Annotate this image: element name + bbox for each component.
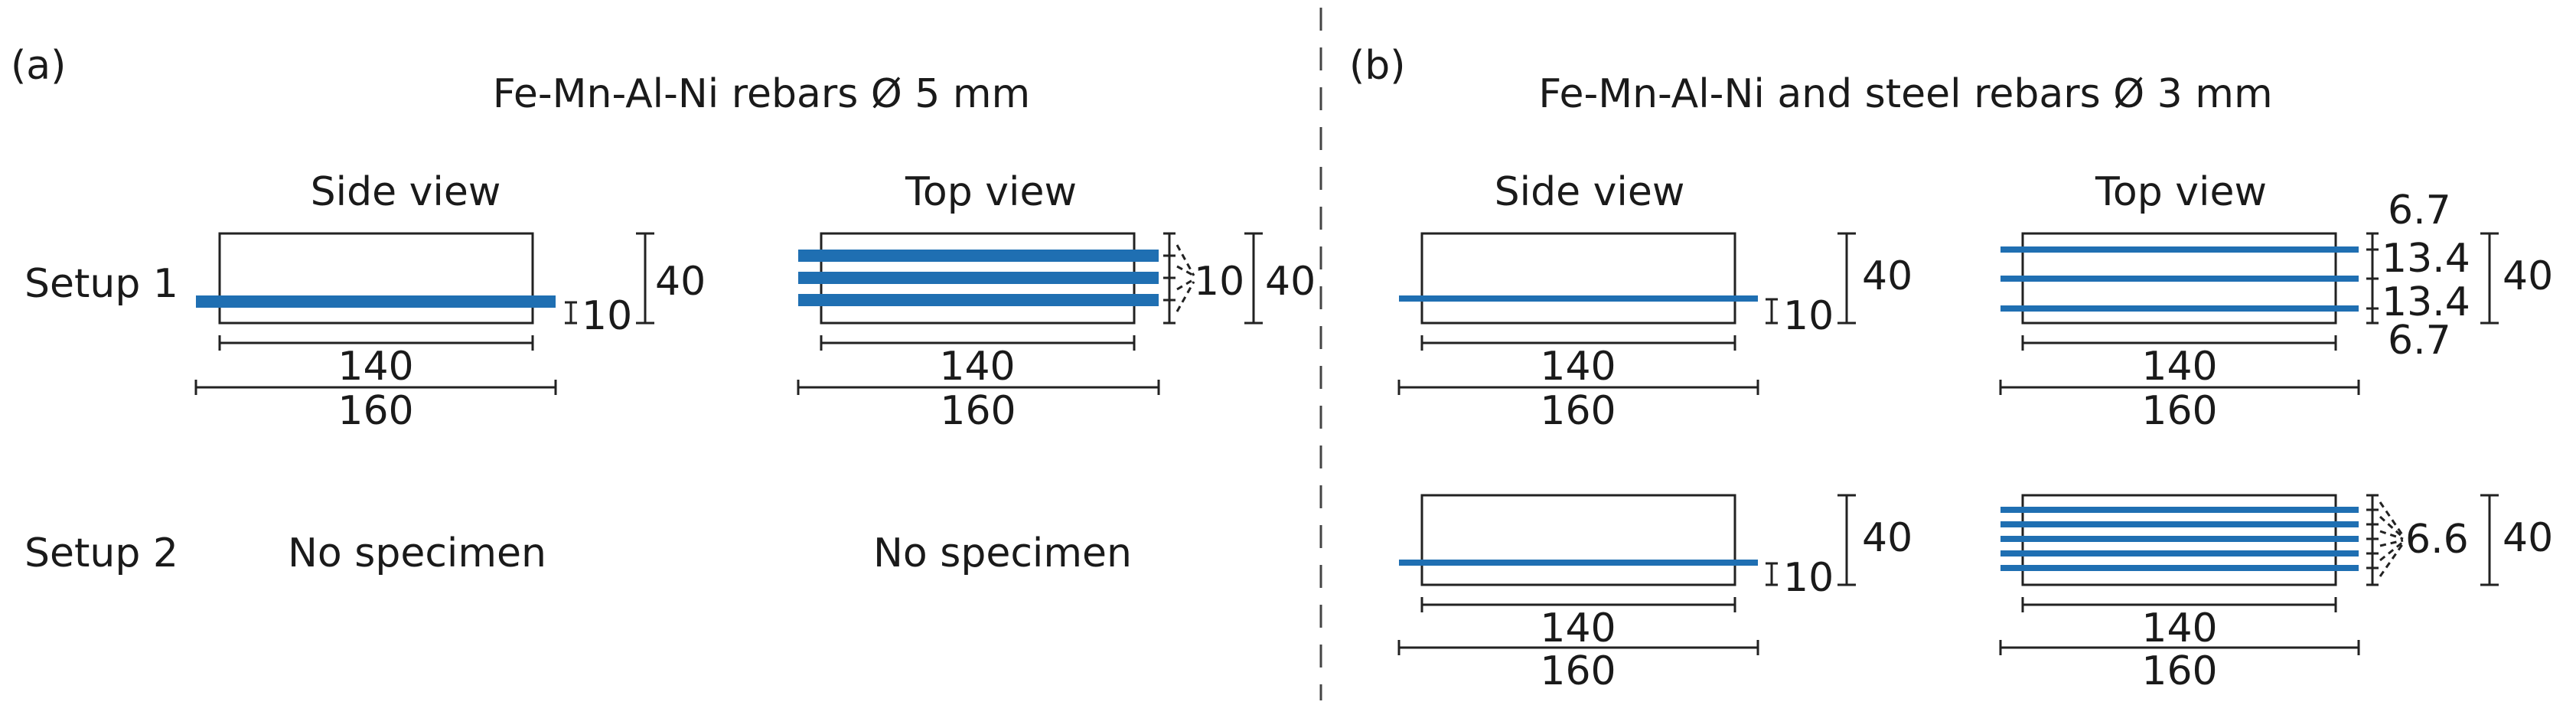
dimension-label: 40 — [655, 259, 706, 305]
dimension-line — [2366, 232, 2379, 325]
dimension-label: 40 — [1862, 253, 1912, 299]
dimension-line — [1837, 232, 1856, 325]
dimension-label: 140 — [2141, 344, 2217, 390]
dimension-label: 160 — [2141, 648, 2217, 694]
leader-lines — [2379, 501, 2405, 577]
panel-a-side-view-label: Side view — [311, 169, 501, 215]
dimension-line — [1999, 380, 2360, 395]
dimension-label: 40 — [1265, 259, 1316, 305]
dimension-line — [1397, 380, 1759, 395]
dimension-label: 13.4 — [2382, 236, 2470, 282]
dimension-label: 160 — [940, 388, 1016, 434]
dimension-line — [2480, 232, 2499, 325]
dimension-label: 10 — [1194, 259, 1244, 305]
dimension-line — [1837, 494, 1856, 586]
no-specimen-side: No specimen — [288, 530, 546, 576]
panel-a-tag: (a) — [11, 43, 66, 89]
dimension-line — [2021, 597, 2337, 612]
dimension-line — [2021, 335, 2337, 351]
dimension-line — [2366, 494, 2379, 586]
dimension-line — [1163, 232, 1176, 325]
dimension-label: 6.6 — [2405, 517, 2469, 563]
dimension-label: 140 — [2141, 605, 2217, 651]
panel-b-title: Fe-Mn-Al-Ni and steel rebars Ø 3 mm — [1538, 71, 2272, 117]
dimension-label: 140 — [939, 344, 1015, 390]
dimension-label: 40 — [2503, 253, 2553, 299]
dimension-label: 6.7 — [2388, 188, 2451, 233]
dimension-label: 140 — [1540, 344, 1616, 390]
dimension-label: 160 — [337, 388, 413, 434]
dimension-line — [1244, 232, 1263, 325]
panel-b-top-view-label: Top view — [2095, 169, 2267, 215]
dimension-line — [1766, 562, 1778, 586]
panel-b-tag: (b) — [1349, 43, 1406, 89]
dimension-label: 160 — [1540, 648, 1616, 694]
dimension-label: 140 — [1540, 605, 1616, 651]
dimension-line — [1397, 640, 1759, 655]
setup-2-label: Setup 2 — [24, 530, 178, 576]
dimension-label: 6.7 — [2388, 318, 2451, 364]
panel-a-top-view-label: Top view — [905, 169, 1077, 215]
panel-a-title: Fe-Mn-Al-Ni rebars Ø 5 mm — [493, 71, 1030, 117]
dimension-label: 160 — [1540, 388, 1616, 434]
dimension-line — [1420, 597, 1736, 612]
panel-b-side-view-label: Side view — [1495, 169, 1685, 215]
dimension-line — [565, 301, 577, 325]
dimension-line — [636, 232, 654, 325]
setup-1-label: Setup 1 — [24, 261, 178, 307]
specimen-outline — [1420, 494, 1736, 586]
dimension-label: 40 — [1862, 515, 1912, 561]
specimen-outline — [218, 232, 534, 325]
dimension-line — [797, 380, 1160, 395]
dimension-line — [1999, 640, 2360, 655]
no-specimen-top: No specimen — [873, 530, 1132, 576]
leader-lines — [1176, 244, 1195, 312]
dimension-label: 10 — [1783, 293, 1834, 339]
dimension-label: 140 — [337, 344, 413, 390]
dimension-label: 10 — [582, 293, 632, 339]
dimension-line — [820, 335, 1136, 351]
dimension-line — [194, 380, 557, 395]
dimension-label: 10 — [1783, 555, 1834, 601]
dimension-label: 40 — [2503, 515, 2553, 561]
dimension-line — [218, 335, 534, 351]
dimension-line — [1766, 298, 1778, 325]
dimension-line — [1420, 335, 1736, 351]
dimension-line — [2480, 494, 2499, 586]
dimension-label: 160 — [2141, 388, 2217, 434]
dimension-label: 13.4 — [2382, 279, 2470, 325]
specimen-outline — [1420, 232, 1736, 325]
